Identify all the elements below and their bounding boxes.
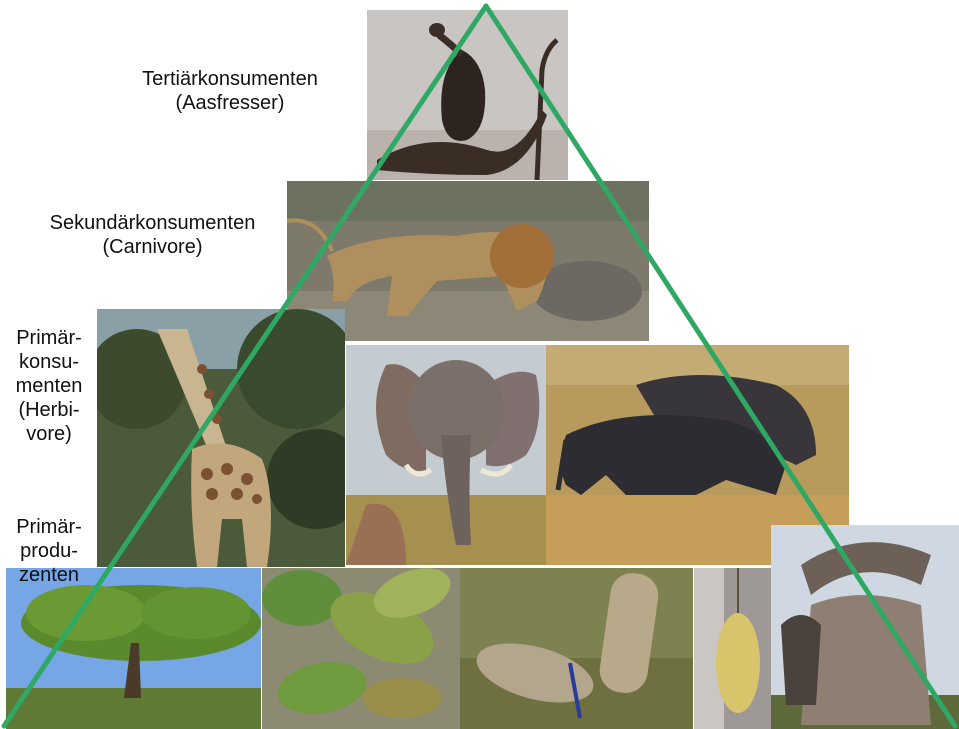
baobab-tree-photo: [771, 525, 959, 729]
secondary-consumers-label: Sekundärkonsumenten (Carnivore): [20, 211, 285, 259]
tertiary-consumers-title: Tertiärkonsumenten: [100, 67, 360, 91]
primary-consumers-line-1: Primär-: [4, 326, 94, 350]
primary-producers-line-1: Primär-: [4, 515, 94, 539]
baobab-fruit-photo: [694, 568, 772, 729]
primary-producers-line-3: zenten: [4, 563, 94, 587]
vulture-photo: [367, 10, 568, 180]
acacia-tree-photo: [6, 568, 261, 729]
primary-producers-line-2: produ-: [4, 539, 94, 563]
tertiary-consumers-subtitle: (Aasfresser): [100, 91, 360, 115]
secondary-consumers-subtitle: (Carnivore): [20, 235, 285, 259]
primary-consumers-line-2: konsu-: [4, 350, 94, 374]
fruit-pods-photo: [460, 568, 693, 729]
tertiary-consumers-label: Tertiärkonsumenten (Aasfresser): [100, 67, 360, 115]
leaves-photo: [262, 568, 460, 729]
primary-producers-label: Primär- produ- zenten: [4, 515, 94, 587]
primary-consumers-line-3: menten: [4, 374, 94, 398]
primary-consumers-line-5: vore): [4, 422, 94, 446]
elephant-photo: [346, 345, 546, 565]
primary-consumers-label: Primär- konsu- menten (Herbi- vore): [4, 326, 94, 446]
primary-consumers-line-4: (Herbi-: [4, 398, 94, 422]
secondary-consumers-title: Sekundärkonsumenten: [20, 211, 285, 235]
giraffe-photo: [97, 309, 345, 567]
